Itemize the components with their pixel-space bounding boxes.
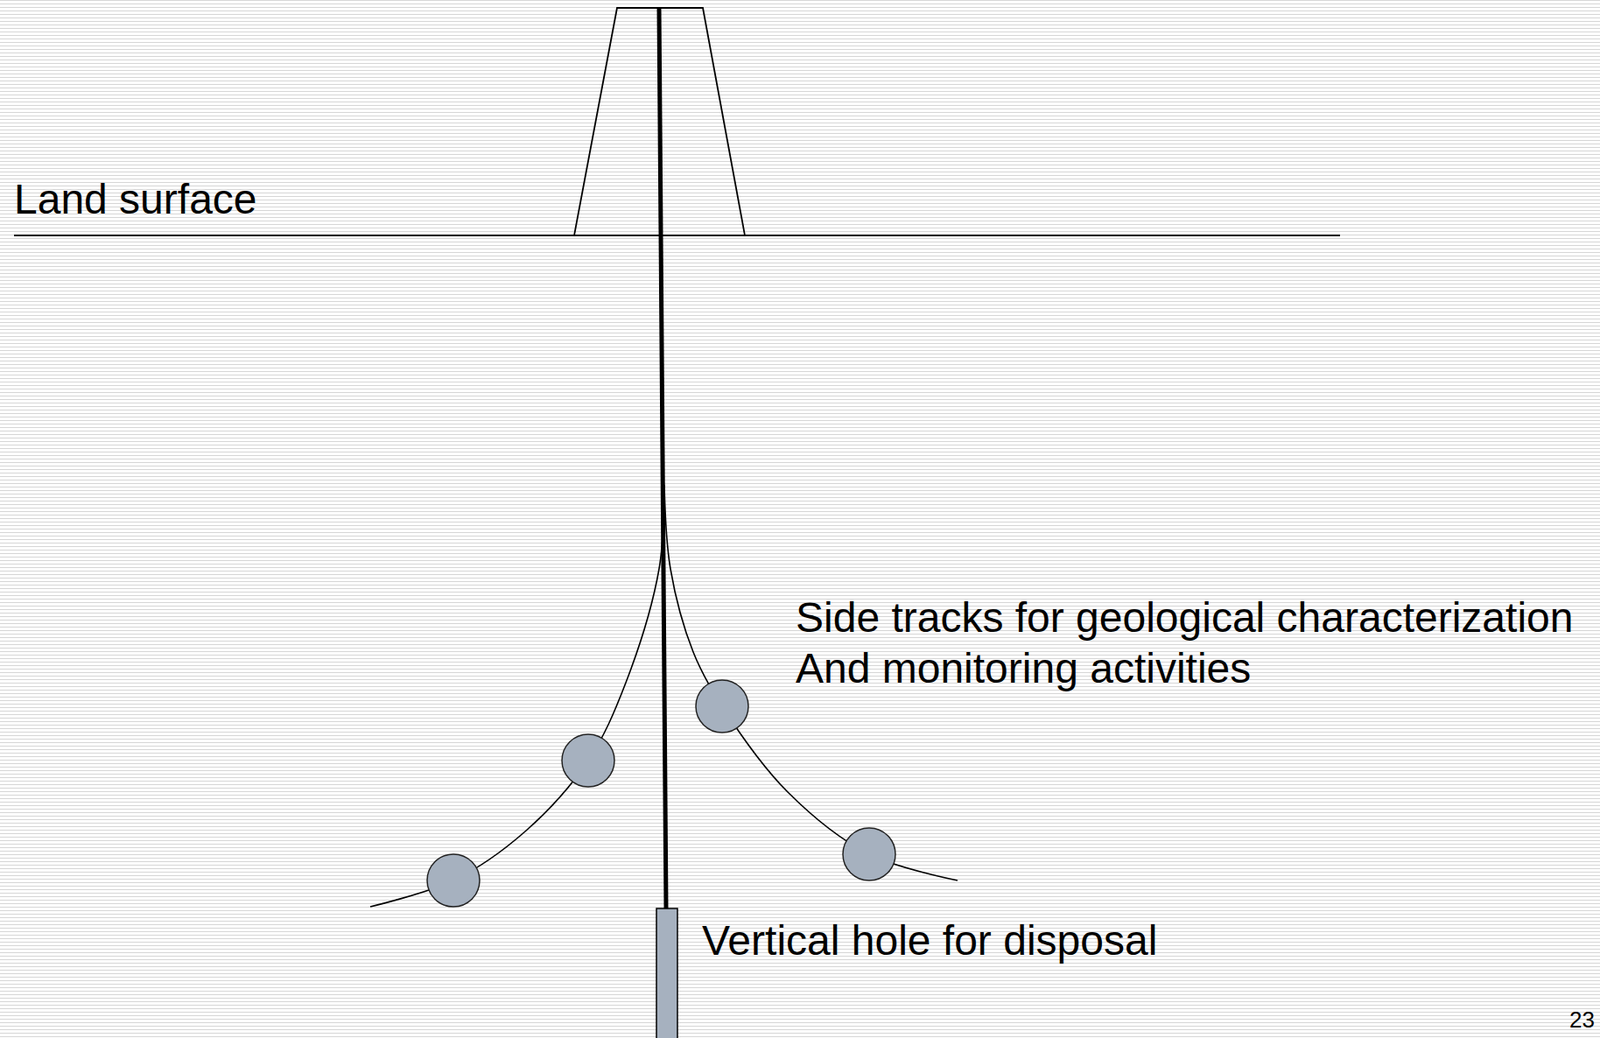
monitoring-sensor bbox=[842, 828, 896, 881]
vertical-borehole bbox=[659, 7, 667, 909]
monitoring-sensor bbox=[427, 854, 480, 907]
disposal-hole bbox=[656, 908, 678, 1038]
side-track-path bbox=[370, 484, 665, 907]
monitoring-sensor bbox=[561, 734, 615, 787]
side-track-label: Side tracks for geological characterizat… bbox=[795, 592, 1588, 694]
surface-label: Land surface bbox=[14, 174, 258, 225]
page-number: 23 bbox=[1569, 1006, 1595, 1034]
land-surface-line bbox=[14, 234, 1341, 237]
disposal-label: Vertical hole for disposal bbox=[701, 915, 1158, 967]
monitoring-sensor bbox=[695, 680, 749, 733]
